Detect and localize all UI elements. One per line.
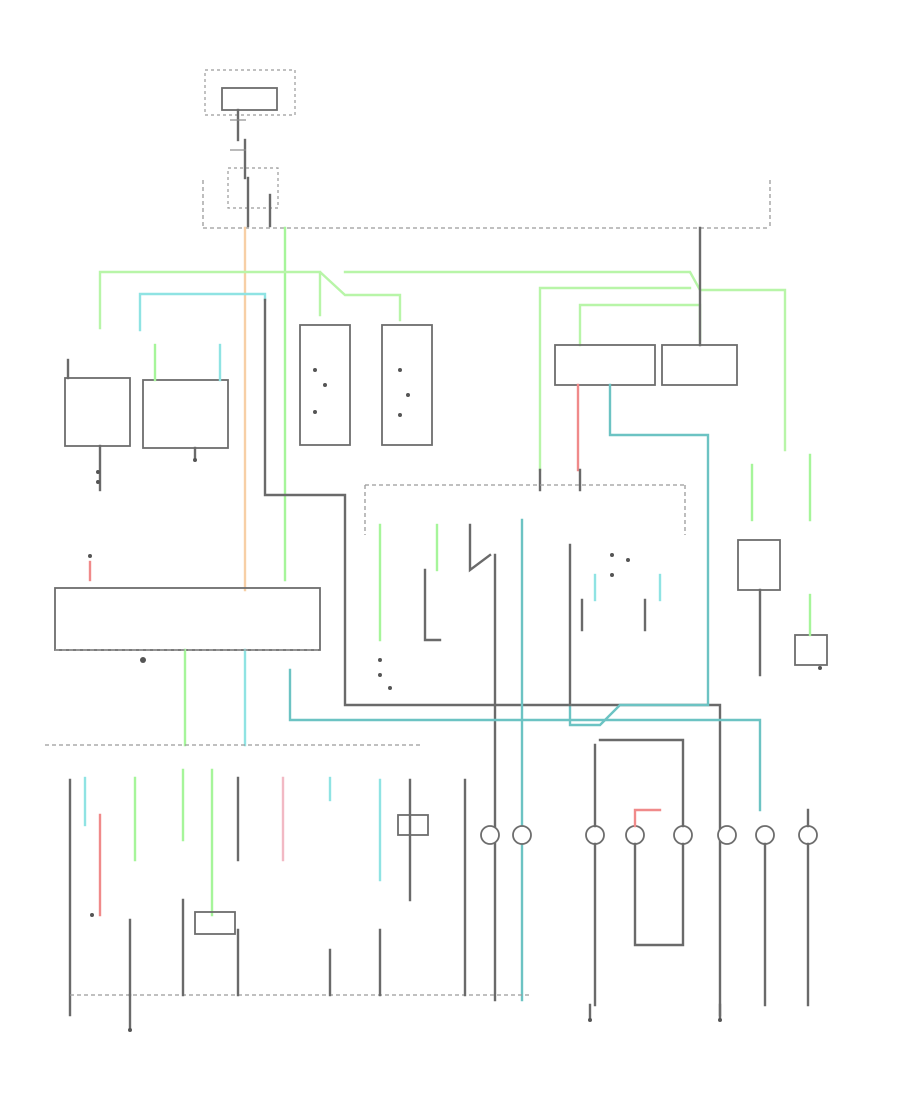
- far-right-column: [737, 453, 828, 677]
- control-module-region: [364, 484, 686, 1002]
- right-top-relays: [538, 344, 738, 727]
- junction-block: [54, 554, 762, 812]
- black-wire-left-drop: [263, 298, 722, 1017]
- green-feed-right: [538, 286, 702, 472]
- right-middle-switches: [568, 543, 662, 707]
- power-distribution-block: [204, 69, 296, 228]
- center-relay-boxes: [299, 324, 433, 446]
- lower-left-circuits: [68, 768, 429, 1017]
- ground-bus: [70, 778, 722, 1032]
- main-dashed-bus: [202, 180, 771, 229]
- left-switch-module: [64, 343, 229, 492]
- cyan-wire-top: [138, 292, 267, 332]
- lamp-row: [480, 738, 818, 1007]
- green-feed-line: [98, 270, 787, 452]
